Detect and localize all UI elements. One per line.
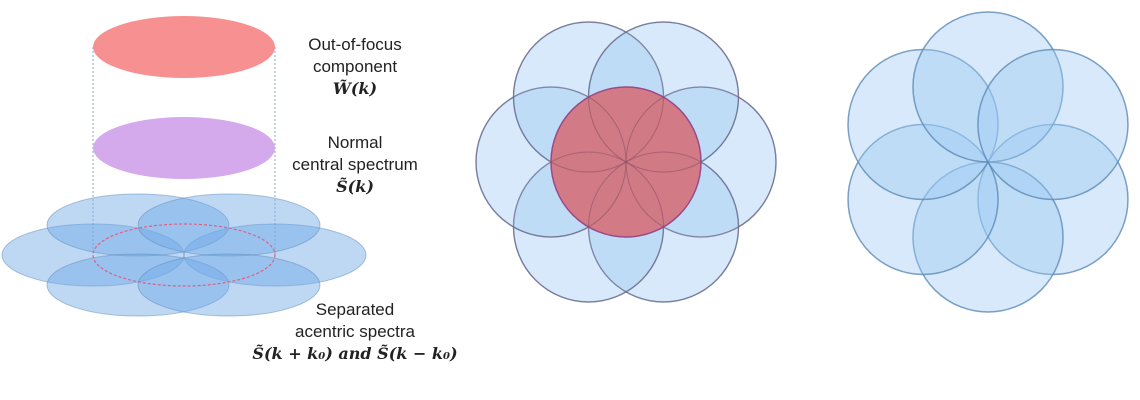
central-spectrum-disk (93, 117, 275, 179)
label-line: Separated (315, 300, 395, 319)
acentric-spectrum-circle (977, 48, 1129, 201)
label-line: central spectrum (292, 155, 418, 174)
label-line: Normal (327, 133, 383, 152)
label-line: component (312, 57, 398, 76)
separated-spectra-label: Separated acentric spectra S̃(k + k₀) an… (230, 299, 480, 365)
acentric-spectrum-ellipse (137, 193, 321, 257)
acentric-spectrum-ellipse (137, 253, 321, 317)
out-of-focus-disk (93, 16, 275, 78)
label-math: S̃(k) (336, 177, 374, 196)
separated-spectra-flower (847, 11, 1129, 313)
label-line: Out-of-focus (308, 35, 402, 54)
out-of-focus-label: Out-of-focus component W̃(k) (245, 34, 465, 100)
normal-spectrum-label: Normal central spectrum S̃(k) (245, 132, 465, 198)
acentric-spectrum-outline (513, 21, 664, 173)
label-line: acentric spectra (295, 322, 415, 341)
central-spectrum-outline (92, 223, 276, 287)
acentric-spectrum-outline (588, 21, 739, 173)
label-math: W̃(k) (332, 79, 378, 98)
stacked-spectra-diagram (1, 16, 367, 317)
label-math: S̃(k + k₀) and S̃(k − k₀) (252, 344, 458, 363)
